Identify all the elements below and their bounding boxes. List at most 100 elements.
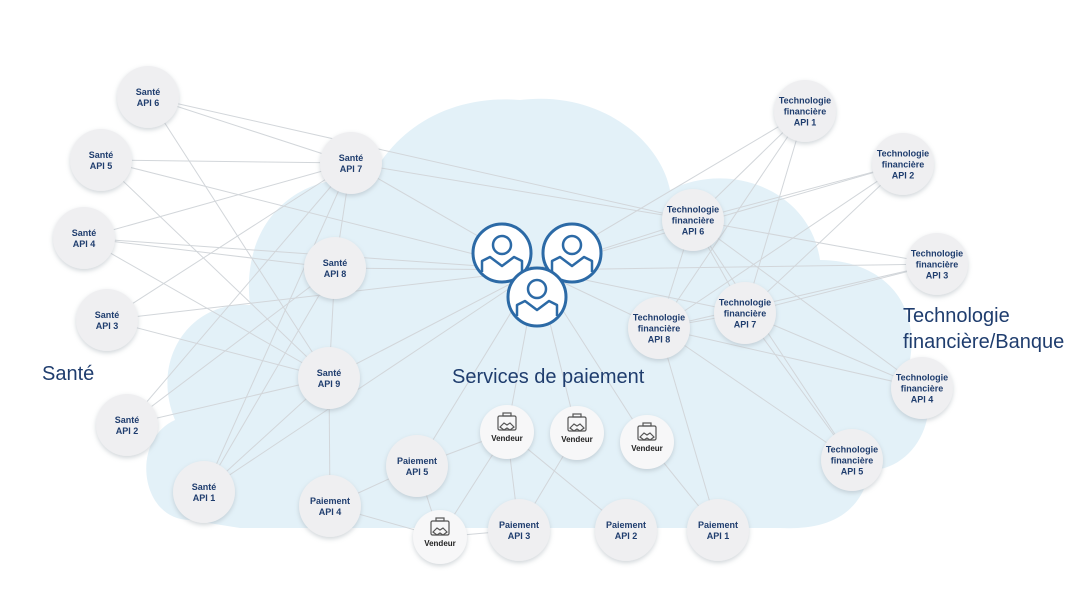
vendor-node[interactable]: Vendeur [620, 415, 674, 469]
edge-s1-s8 [203, 267, 336, 493]
user-icon [471, 222, 533, 284]
edge-s3-s7 [106, 162, 352, 321]
edge-s4-s8 [83, 237, 336, 269]
node-label: Technologie [779, 96, 831, 106]
edge-s1-u [203, 269, 538, 493]
node-label: Paiement [310, 496, 350, 506]
node-label: API 9 [318, 379, 341, 389]
node-label: Technologie [633, 313, 685, 323]
edge-s6-t6 [147, 96, 694, 221]
node-label: API 5 [841, 467, 864, 477]
node-label: API 2 [615, 531, 638, 541]
briefcase-handshake-icon [567, 413, 587, 432]
edge-t8-t2 [658, 163, 904, 329]
node-label: API 4 [911, 395, 934, 405]
node-label: Santé [136, 87, 161, 97]
node-label: API 1 [193, 493, 216, 503]
edge-s2-s7 [126, 162, 352, 426]
node-label: financière [724, 309, 767, 319]
node-label: Santé [323, 258, 348, 268]
edge-t6-t3 [692, 219, 938, 265]
edge-s5-s7 [100, 159, 352, 164]
edge-t6-t5 [692, 219, 853, 461]
node-label: API 7 [340, 164, 363, 174]
node-label: Santé [95, 310, 120, 320]
edge-t7-t1 [744, 110, 806, 314]
edge-s4-s7 [83, 162, 352, 239]
edge-t8-t3 [658, 263, 938, 329]
node-label: Santé [339, 153, 364, 163]
node-label: API 2 [892, 171, 915, 181]
vendor-label: Vendeur [491, 434, 523, 443]
edge-t7-t2 [744, 163, 904, 314]
node-label: financière [916, 260, 959, 270]
vendor-label: Vendeur [424, 539, 456, 548]
node-label: Santé [317, 368, 342, 378]
edge-s3-s9 [106, 319, 330, 379]
vendor-node[interactable]: Vendeur [413, 510, 467, 564]
node-label: Technologie [896, 373, 948, 383]
node-label: Santé [89, 150, 114, 160]
edge-s5-s9 [100, 159, 330, 379]
node-label: financière [831, 456, 874, 466]
node-label: API 7 [734, 320, 757, 330]
node-label: API 1 [707, 531, 730, 541]
vendor-node[interactable]: Vendeur [550, 406, 604, 460]
node-label: API 6 [137, 98, 160, 108]
node-label: Paiement [698, 520, 738, 530]
node-label: Paiement [606, 520, 646, 530]
edge-u-t3 [536, 263, 938, 271]
vendor-node[interactable]: Vendeur [480, 405, 534, 459]
node-label: financière [784, 107, 827, 117]
node-label: API 5 [406, 467, 429, 477]
node-label: Santé [115, 415, 140, 425]
edge-t8-t4 [658, 327, 923, 389]
edge-t7-t3 [744, 263, 938, 314]
node-label: Santé [192, 482, 217, 492]
label-payments: Services de paiement [452, 366, 645, 388]
edge-t8-p1 [658, 327, 719, 531]
vendor-label: Vendeur [631, 444, 663, 453]
node-label: Technologie [826, 445, 878, 455]
node-label: Santé [72, 228, 97, 238]
node-label: Technologie [667, 205, 719, 215]
label-sante: Santé [42, 363, 95, 385]
node-label: API 3 [508, 531, 531, 541]
edge-t6-t2 [692, 163, 904, 221]
briefcase-handshake-icon [430, 517, 450, 536]
briefcase-handshake-icon [637, 422, 657, 441]
edge-s7-t6 [350, 162, 694, 221]
edge-t8-t1 [658, 110, 806, 329]
node-label: API 3 [926, 271, 949, 281]
label-fintech: Technologie financière/Banque [903, 305, 1065, 353]
node-label: API 1 [794, 118, 817, 128]
node-label: financière [901, 384, 944, 394]
node-label: API 2 [116, 426, 139, 436]
edge-t6-t4 [692, 219, 923, 389]
node-label: Paiement [499, 520, 539, 530]
node-label: Technologie [877, 149, 929, 159]
